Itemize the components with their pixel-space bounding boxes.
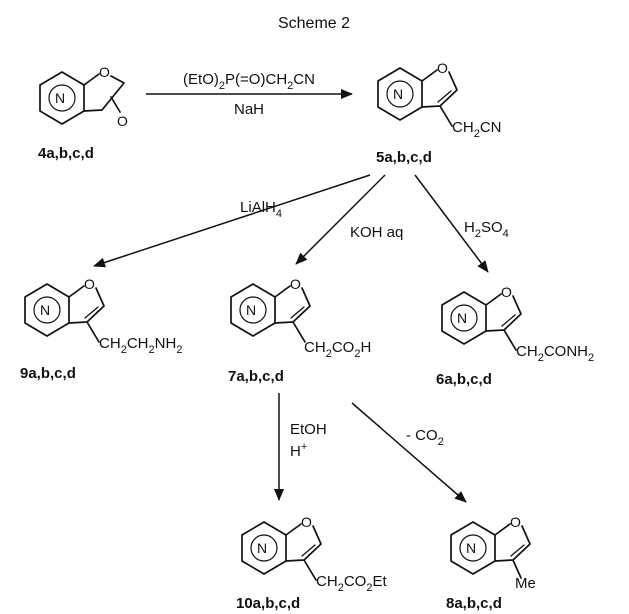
substituent-7: CH2CO2H [304,339,371,360]
arrow-5-to-7 [295,174,386,265]
reagent-acid: H+ [290,441,307,460]
substituent-9: CH2CH2NH2 [99,335,182,356]
reagent-decarboxylation: - CO2 [406,427,444,448]
substituent-8: Me [515,575,536,592]
ring-nitrogen: N [457,310,467,326]
compound-4-structure: N O O [39,64,128,129]
compound-9-structure: N O [24,276,105,343]
ring-nitrogen: N [40,302,50,318]
ring-nitrogen: N [466,540,476,556]
arrow-7-to-8 [351,402,467,503]
substituent-10: CH2CO2Et [316,573,387,594]
compound-label-7: 7a,b,c,d [228,368,284,385]
arrow-5-to-6 [414,174,489,273]
reagent-lialh4: LiAlH4 [240,199,282,220]
reagent-phosphonate: (EtO)2P(=O)CH2CN [183,71,315,92]
scheme-title: Scheme 2 [278,15,350,32]
ring-oxygen: O [84,276,95,292]
ring-oxygen: O [99,64,110,80]
compound-label-5: 5a,b,c,d [376,149,432,166]
ring-nitrogen: N [246,302,256,318]
reagent-etoh: EtOH [290,421,327,438]
ring-oxygen: O [437,60,448,76]
reagent-nah: NaH [234,101,264,118]
carbonyl-oxygen: O [117,113,128,129]
ring-oxygen: O [501,284,512,300]
compound-10-structure: N O [241,514,322,581]
compound-label-8: 8a,b,c,d [446,595,502,612]
ring-nitrogen: N [55,90,65,106]
reagent-koh: KOH aq [350,224,403,241]
substituent-6: CH2CONH2 [516,343,594,364]
compound-5-structure: N O [377,60,458,127]
ring-nitrogen: N [257,540,267,556]
compound-label-4: 4a,b,c,d [38,145,94,162]
ring-nitrogen: N [393,86,403,102]
compound-7-structure: N O [230,276,311,343]
substituent-5: CH2CN [452,119,502,140]
compound-6-structure: N O [441,284,522,351]
compound-label-10: 10a,b,c,d [236,595,300,612]
ring-oxygen: O [510,514,521,530]
ring-oxygen: O [290,276,301,292]
compound-label-9: 9a,b,c,d [20,365,76,382]
compound-label-6: 6a,b,c,d [436,371,492,388]
arrow-5-to-9 [93,174,371,268]
compound-8-structure: N O [450,514,531,579]
reagent-h2so4: H2SO4 [464,219,509,240]
ring-oxygen: O [301,514,312,530]
